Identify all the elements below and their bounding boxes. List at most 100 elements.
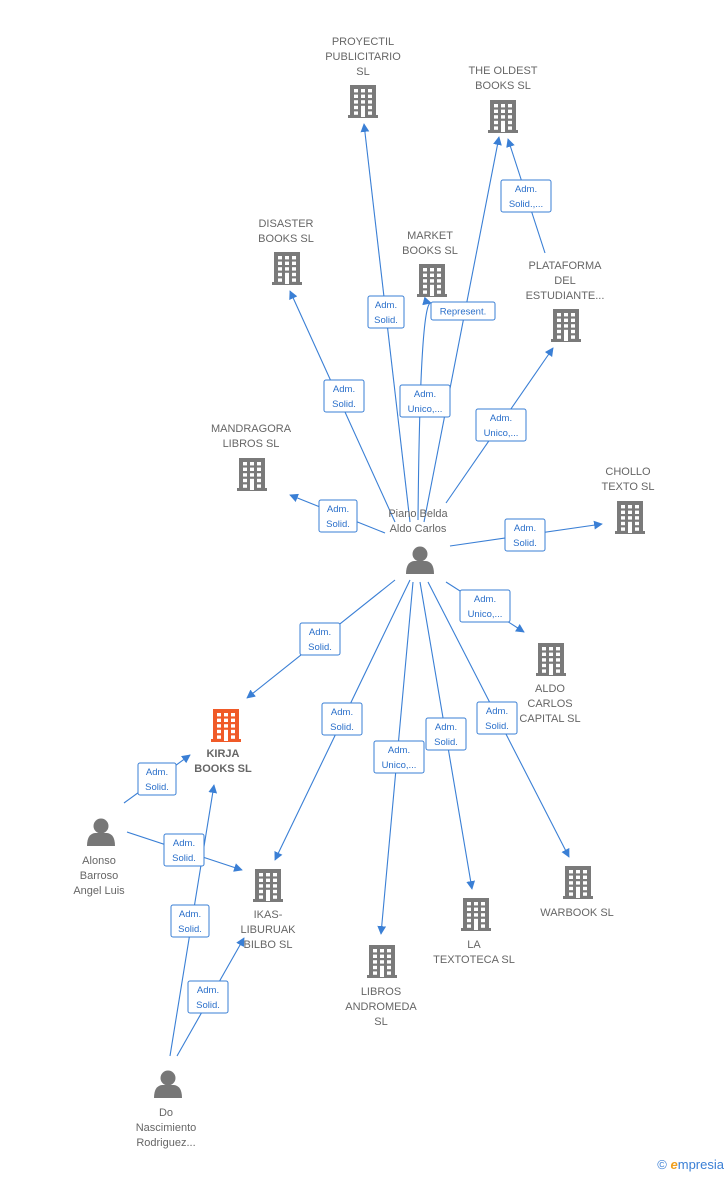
edge-label-piano-to-disaster[interactable]: Adm. Solid. [323, 379, 365, 413]
edge-label-text: Adm. [197, 985, 219, 996]
node-label-line: Rodriguez... [136, 1137, 195, 1149]
node-label-line: THE OLDEST [468, 65, 537, 77]
building-icon [488, 100, 518, 133]
edge-label-piano-to-mandragora[interactable]: Adm. Solid. [318, 499, 358, 533]
edge-label-text: Represent. [440, 307, 486, 318]
edge-label-alonso-to-ikas[interactable]: Adm.Solid. [163, 833, 205, 867]
edge-label-piano-to-warbook[interactable]: Adm.Solid. [476, 701, 518, 735]
person-icon [406, 546, 434, 574]
node-chollo[interactable]: CHOLLO TEXTO SL [602, 466, 655, 534]
node-warbook[interactable]: WARBOOK SL [540, 866, 614, 919]
brand-name: mpresia [677, 1157, 724, 1172]
edge-label-text: Solid. [513, 538, 537, 549]
building-icon [551, 309, 581, 342]
edge-label-text: Adm. [333, 384, 355, 395]
edge-label-nascimiento-to-kirja[interactable]: Adm.Solid. [170, 904, 210, 938]
edge-label-text: Solid. [145, 782, 169, 793]
edge-label-plataforma-to-oldest[interactable]: Adm.Solid.,... [500, 179, 552, 213]
edge-label-piano-to-market[interactable]: Represent. [430, 301, 496, 321]
node-plataforma[interactable]: PLATAFORMADELESTUDIANTE... [526, 260, 605, 342]
node-label-line: PROYECTIL [332, 36, 394, 48]
edge-label-text: Adm. [435, 722, 457, 733]
node-label-line: LIBROS SL [223, 438, 280, 450]
edge-label-text: Solid. [332, 399, 356, 410]
node-label-line: MARKET [407, 230, 453, 242]
edge-label-piano-to-aldo[interactable]: Adm.Unico,... [459, 589, 511, 623]
node-nascimiento[interactable]: DoNascimientoRodriguez... [136, 1070, 197, 1150]
edge-label-text: Adm. [309, 627, 331, 638]
edge-label-text: Adm. [327, 504, 349, 515]
edge-label-text: Adm. [490, 413, 512, 424]
edge-label-text: Solid. [326, 519, 350, 530]
edge-label-alonso-to-kirja[interactable]: Adm.Solid. [137, 762, 177, 796]
edge-label-text: Solid. [374, 315, 398, 326]
node-label-line: CAPITAL SL [519, 713, 580, 725]
node-label-line: BOOKS SL [402, 245, 458, 257]
node-label-line: BOOKS SL [194, 763, 252, 775]
building-icon [563, 866, 593, 899]
node-label-line: TEXTO SL [602, 481, 655, 493]
building-icon [367, 945, 397, 978]
node-label-line: Barroso [80, 870, 119, 882]
edge-label-text: Unico,... [468, 609, 503, 620]
edge-label-text: Unico,... [484, 428, 519, 439]
edge-piano-to-market [417, 296, 432, 521]
edge-label-piano-to-chollo[interactable]: Adm. Solid. [504, 518, 546, 552]
node-label-line: DISASTER [258, 218, 313, 230]
edge-label-text: Adm. [514, 523, 536, 534]
edge-label-text: Solid. [434, 737, 458, 748]
edge-label-piano-to-proyectil[interactable]: Adm. Solid. [367, 295, 405, 329]
edge-label-nascimiento-to-ikas[interactable]: Adm. Solid. [187, 980, 229, 1014]
node-label-line: IKAS- [254, 909, 283, 921]
building-icon [417, 264, 447, 297]
edge-label-text: Adm. [515, 184, 537, 195]
building-icon [211, 709, 241, 742]
node-label-line: SL [356, 66, 369, 78]
footer-brand: © empresia [657, 1157, 724, 1172]
node-mandragora[interactable]: MANDRAGORA LIBROS SL [211, 423, 292, 491]
node-label-line: MANDRAGORA [211, 423, 292, 435]
edge-label-text: Solid. [308, 642, 332, 653]
brand-initial: e [670, 1157, 678, 1172]
edge-label-piano-to-kirja[interactable]: Adm. Solid. [299, 622, 341, 656]
node-label-line: DEL [554, 275, 575, 287]
edge-label-piano-to-ikas[interactable]: Adm.Solid. [321, 702, 363, 736]
edge-label-piano-to-plataforma[interactable]: Adm. Unico,... [475, 408, 527, 442]
edge-label-text: Adm. [179, 909, 201, 920]
node-label-line: LIBROS [361, 986, 401, 998]
edge-piano-to-oldest [423, 136, 502, 523]
edge-label-text: Solid. [196, 1000, 220, 1011]
node-oldest[interactable]: THE OLDEST BOOKS SL [468, 65, 538, 133]
edge-label-text: Solid. [330, 722, 354, 733]
node-label-line: Piano Belda [388, 508, 448, 520]
building-icon [272, 252, 302, 285]
edge-label-piano-to-andromeda[interactable]: Adm.Unico,... [373, 740, 425, 774]
edge-label-text: Unico,... [408, 404, 443, 415]
node-label-line: ALDO [535, 683, 565, 695]
node-label-line: Do [159, 1107, 173, 1119]
node-label-line: BOOKS SL [475, 80, 531, 92]
edge-label-text: Adm. [375, 300, 397, 311]
edge-label-text: Adm. [414, 389, 436, 400]
edge-label-piano-to-textoteca[interactable]: Adm. Solid. [425, 717, 467, 751]
person-icon [154, 1070, 182, 1098]
node-label-line: LA [467, 939, 481, 951]
edge-label-piano-to-oldest[interactable]: Adm. Unico,... [399, 384, 451, 418]
building-icon [253, 869, 283, 902]
node-label-line: CHOLLO [605, 466, 651, 478]
edge-label-text: Adm. [486, 706, 508, 717]
node-market[interactable]: MARKET BOOKS SL [402, 230, 458, 297]
node-label-line: ESTUDIANTE... [526, 290, 605, 302]
copyright-icon: © [657, 1157, 667, 1172]
